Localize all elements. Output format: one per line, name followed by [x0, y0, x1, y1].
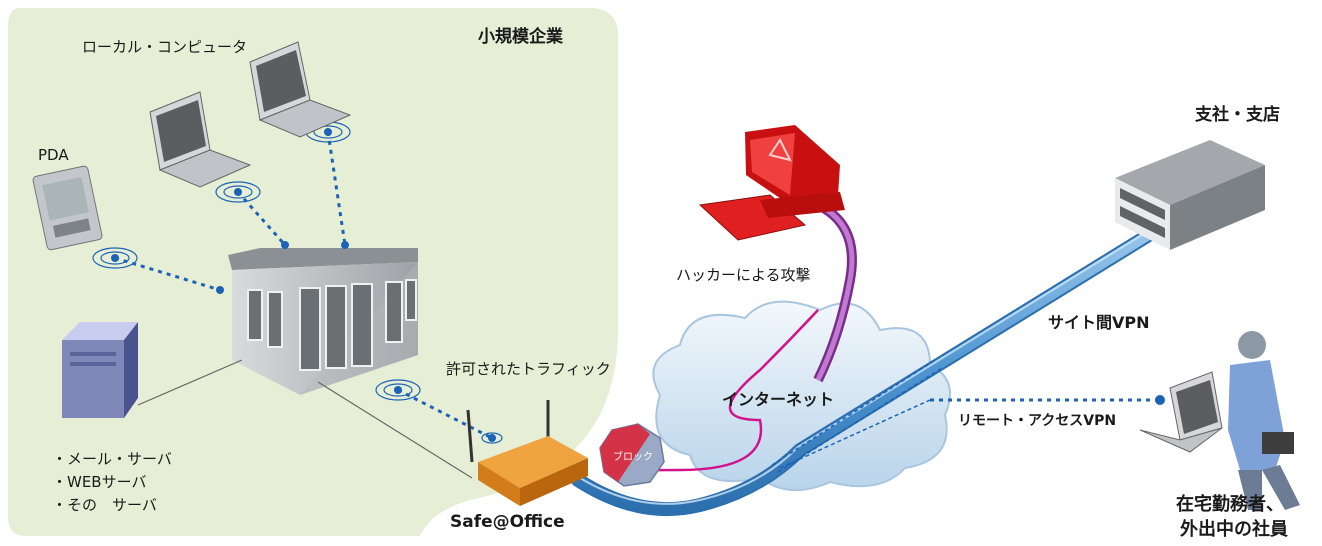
office-title: 小規模企業 [478, 27, 563, 47]
server-item: ・メール・サーバ [52, 450, 172, 468]
server-list: ・メール・サーバ ・WEBサーバ ・その サーバ [52, 448, 172, 517]
server-item: ・その サーバ [52, 496, 157, 514]
hacker-label: ハッカーによる攻撃 [676, 266, 811, 284]
attack-line [627, 309, 819, 474]
remote-worker-label-1: 在宅勤務者、 [1176, 494, 1284, 515]
server-item: ・WEBサーバ [52, 473, 147, 491]
remote-worker-label-2: 外出中の社員 [1180, 519, 1288, 540]
site-vpn-label: サイト間VPN [1048, 313, 1150, 332]
block-sign [599, 423, 665, 487]
pda-label: PDA [38, 146, 69, 164]
local-computer-label: ローカル・コンピュータ [82, 38, 248, 56]
office-building [228, 248, 418, 395]
pda-device [32, 165, 103, 251]
allowed-traffic-label: 許可されたトラフィック [446, 360, 611, 378]
hacker-computer [698, 125, 845, 241]
branch-building [1115, 140, 1265, 250]
internet-cloud [652, 300, 951, 492]
laptop-1 [149, 91, 252, 188]
server-tower [62, 322, 138, 418]
laptop-3 [1139, 371, 1223, 453]
safe-office-router [466, 400, 588, 506]
block-label: ブロック [613, 452, 653, 463]
laptop-2 [249, 41, 352, 138]
branch-label: 支社・支店 [1195, 105, 1280, 125]
remote-vpn-label: リモート・アクセスVPN [958, 413, 1117, 429]
remote-worker [1228, 331, 1300, 510]
internet-label: インターネット [722, 390, 835, 409]
safe-office-label: Safe@Office [450, 512, 565, 532]
